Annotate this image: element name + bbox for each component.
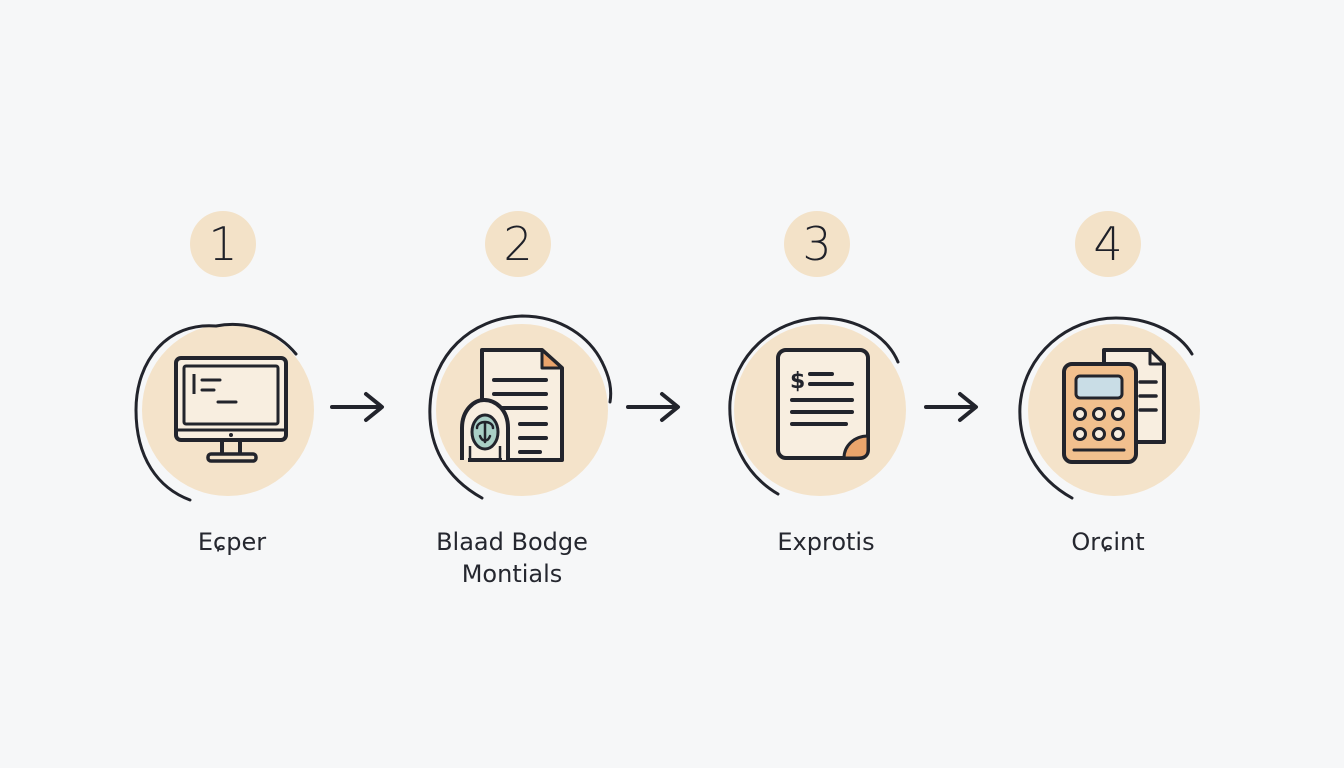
step-1-number: 1 — [190, 211, 256, 277]
flow-arrow-2 — [624, 385, 684, 429]
step-2-label: Blaad Bodge Montials — [436, 528, 588, 588]
step-1-label: Eɕper — [197, 528, 267, 556]
step-4-icon-circle — [1012, 310, 1212, 510]
step-3-number: 3 — [784, 211, 850, 277]
step-2-icon-circle — [422, 310, 622, 510]
arrow-right-icon — [626, 392, 680, 422]
flow-arrow-1 — [328, 385, 388, 429]
arrow-right-icon — [330, 392, 384, 422]
document-fingerprint-icon — [428, 314, 613, 500]
arrow-right-icon — [924, 392, 978, 422]
invoice-document-icon: $ — [728, 316, 906, 496]
calculator-document-icon — [1018, 316, 1200, 500]
step-3-label: Exprotis — [777, 528, 875, 556]
computer-monitor-icon — [134, 322, 314, 502]
step-2-number: 2 — [485, 211, 551, 277]
svg-text:$: $ — [790, 369, 805, 394]
step-3-icon-circle: $ — [720, 310, 920, 510]
step-4-number: 4 — [1075, 211, 1141, 277]
step-1-icon-circle — [128, 310, 328, 510]
step-4-label: Orɕint — [1071, 528, 1145, 556]
flow-arrow-3 — [922, 385, 982, 429]
